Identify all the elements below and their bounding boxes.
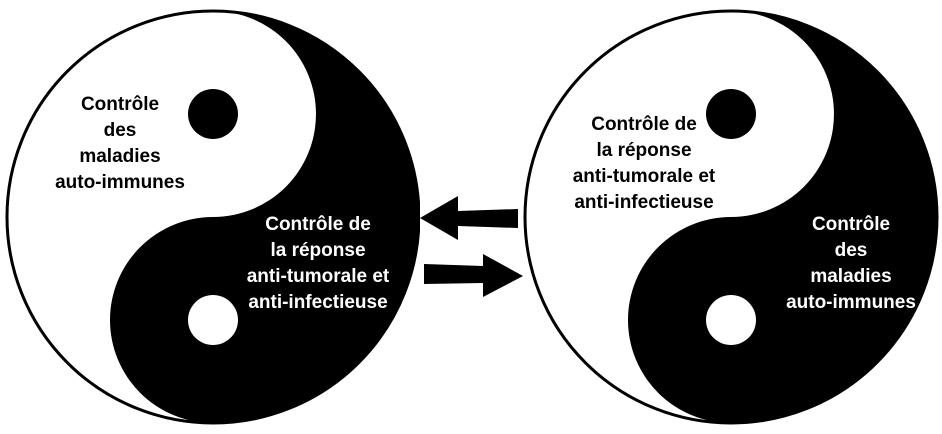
arrow-left-icon [420,196,518,240]
yin-yang-left-symbol [5,9,420,425]
left-black-side-label: Contrôle de la réponse anti-tumorale et … [246,214,390,313]
yin-yang-right-symbol [523,9,939,425]
black-dot [706,89,756,139]
black-dot [188,89,238,139]
exchange-arrows [420,196,523,297]
arrow-right-icon [424,254,523,297]
yin-yang-black-half [628,11,937,423]
right-white-side-label: Contrôle de la réponse anti-tumorale et … [572,114,716,213]
yin-yang-black-half [110,11,419,423]
white-dot [188,295,238,345]
right-black-side-label: Contrôle des maladies auto-immunes [786,214,916,313]
white-dot [706,295,756,345]
left-white-side-label: Contrôle des maladies auto-immunes [55,94,185,193]
